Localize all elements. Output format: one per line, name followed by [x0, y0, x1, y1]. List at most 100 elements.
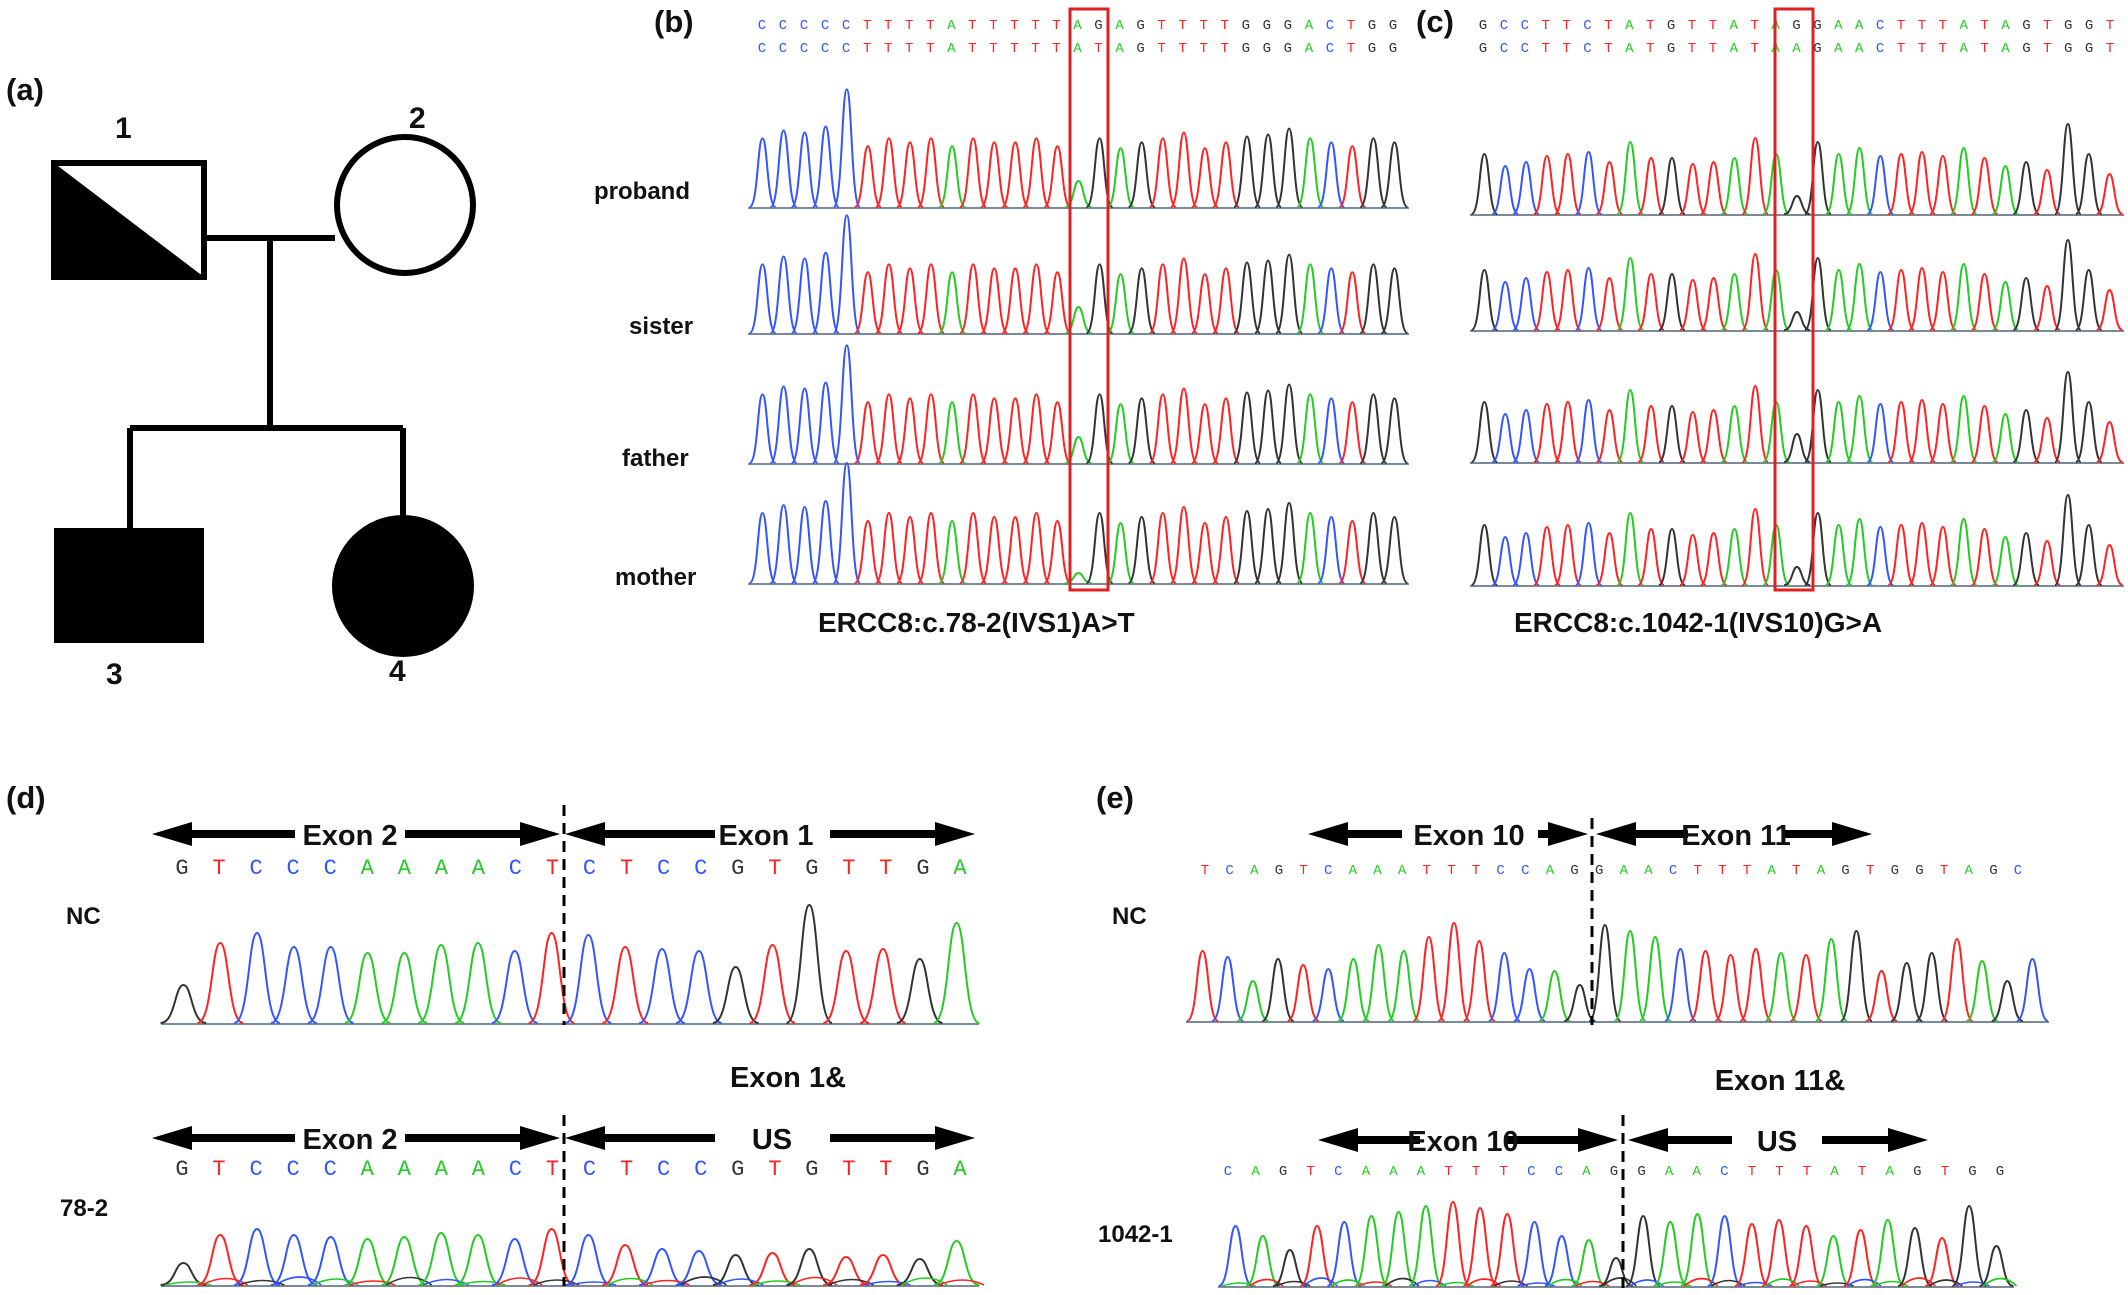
base-letter: G — [1913, 1164, 1921, 1180]
trace-peak — [2074, 400, 2103, 463]
trace-peak — [1991, 412, 2019, 463]
trace-peak — [959, 393, 988, 464]
trace-peak — [1001, 267, 1030, 334]
trace-peak — [1814, 937, 1848, 1022]
trace-peak — [1845, 146, 1874, 215]
trace-peak — [1407, 1204, 1444, 1287]
trace-peak — [1533, 154, 1561, 215]
pedigree-father-carrier — [51, 160, 207, 280]
base-letter: G — [1996, 1164, 2004, 1180]
panel-b-label: (b) — [654, 4, 694, 39]
panel-d-bottom-sample-label: 78-2 — [60, 1195, 108, 1222]
trace-peak — [2012, 160, 2040, 215]
trace-peak — [1714, 953, 1747, 1022]
base-letter: C — [1521, 863, 1529, 879]
base-letter: T — [1693, 863, 1701, 879]
trace-peak — [959, 263, 988, 334]
trace-peak — [1533, 525, 1561, 586]
trace-peak — [1678, 410, 1707, 463]
base-letter: G — [1263, 18, 1271, 34]
trace-peak — [1488, 951, 1521, 1022]
trace-peak — [270, 1233, 318, 1286]
base-letter: A — [1730, 18, 1739, 34]
trace-peak — [2054, 370, 2082, 463]
trace-peak — [1595, 276, 1623, 331]
base-letter: T — [212, 856, 225, 881]
trace-peak — [1678, 278, 1707, 331]
base-letter: A — [1730, 41, 1739, 57]
base-letter: C — [583, 1157, 596, 1182]
trace-peak — [1700, 276, 1728, 331]
trace-peak — [344, 951, 391, 1024]
trace-peak — [1380, 267, 1409, 334]
trace-peak — [1127, 267, 1156, 334]
trace-peak — [1022, 137, 1051, 208]
panel-a-label: (a) — [6, 72, 44, 107]
panel-e-middle-label: Exon 11& — [1715, 1065, 1846, 1097]
trace-peak — [749, 943, 796, 1024]
trace-peak — [790, 257, 819, 334]
base-letter: C — [842, 41, 850, 57]
base-letter: T — [1941, 1164, 1949, 1180]
trace-peak — [160, 983, 207, 1024]
base-letter: C — [779, 41, 787, 57]
trace-peak — [1816, 1234, 1851, 1287]
panel-e-top-right-exon: Exon 11 — [1681, 820, 1791, 852]
trace-peak — [1218, 1224, 1253, 1287]
trace-peak — [938, 401, 967, 464]
trace-peak — [938, 519, 967, 584]
trace-peak — [1470, 523, 1499, 586]
trace-peak — [917, 263, 946, 334]
trace-peak — [1700, 160, 1728, 215]
trace-peak — [874, 137, 903, 208]
base-letter: A — [953, 856, 967, 881]
base-letter: A — [398, 856, 412, 881]
panel-d-top-chromatogram — [160, 903, 980, 1025]
trace-peak — [1908, 398, 1936, 463]
trace-peak — [638, 947, 686, 1024]
base-letter: T — [1980, 41, 1988, 57]
base-letter: A — [1834, 41, 1843, 57]
trace-peak — [381, 1235, 428, 1286]
trace-peak — [811, 499, 840, 584]
trace-peak — [1236, 979, 1269, 1022]
base-letter: G — [2085, 18, 2093, 34]
trace-peak — [1680, 1212, 1715, 1287]
base-letter: A — [1115, 41, 1124, 57]
trace-peak — [1866, 270, 1895, 331]
base-letter: T — [1472, 863, 1480, 879]
trace-peak — [1761, 1218, 1797, 1287]
trace-peak — [1354, 1214, 1389, 1287]
base-letter: G — [731, 1157, 744, 1182]
trace-peak — [1563, 983, 1596, 1022]
trace-peak — [1613, 929, 1647, 1022]
trace-peak — [748, 393, 777, 464]
trace-peak — [1512, 160, 1540, 215]
trace-peak — [1190, 147, 1219, 208]
base-letter: G — [1968, 1164, 1976, 1180]
base-letter: T — [1052, 41, 1060, 57]
base-letter: A — [947, 18, 956, 34]
trace-peak — [1337, 957, 1370, 1022]
trace-peak — [2033, 539, 2061, 586]
trace-peak — [980, 397, 1009, 464]
base-letter: T — [1604, 18, 1612, 34]
base-letter: T — [863, 18, 871, 34]
pedigree-num-2: 2 — [409, 102, 426, 135]
base-letter: T — [1422, 863, 1430, 879]
trace-peak — [602, 1243, 649, 1286]
base-letter: A — [1115, 18, 1124, 34]
trace-peak — [2054, 493, 2082, 586]
base-letter: C — [1496, 863, 1504, 879]
panel-b-mutation-label: ERCC8:c.78-2(IVS1)A>T — [818, 607, 1135, 638]
trace-peak — [1616, 388, 1645, 463]
base-letter: G — [2022, 41, 2030, 57]
trace-peak — [1890, 961, 1923, 1022]
trace-peak — [1824, 268, 1853, 331]
trace-peak — [1783, 432, 1811, 463]
base-letter: T — [2106, 18, 2114, 34]
base-letter: C — [779, 18, 787, 34]
base-letter: G — [1915, 863, 1923, 879]
